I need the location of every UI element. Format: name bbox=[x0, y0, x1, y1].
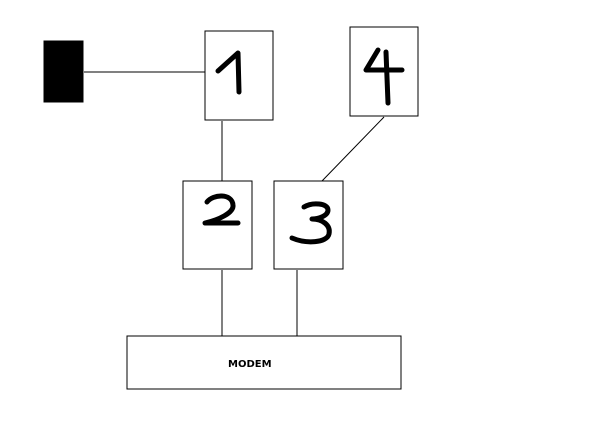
node-4: 4 bbox=[349, 26, 419, 117]
modem-label: MODEM bbox=[228, 359, 272, 370]
node-4-label: 4 bbox=[363, 47, 405, 106]
node-2: 2 bbox=[182, 180, 253, 270]
node-1: 1 bbox=[204, 30, 274, 121]
terminal-block bbox=[43, 40, 84, 103]
modem-box bbox=[126, 335, 402, 390]
node-3-label: 3 bbox=[289, 201, 332, 245]
node-2-label: 2 bbox=[202, 193, 241, 226]
connection-node-4-to-node-3 bbox=[321, 116, 385, 182]
node-3: 3 bbox=[273, 180, 344, 270]
node-3-box bbox=[273, 180, 344, 270]
modem: MODEM bbox=[126, 335, 402, 390]
node-1-label: 1 bbox=[215, 50, 242, 95]
